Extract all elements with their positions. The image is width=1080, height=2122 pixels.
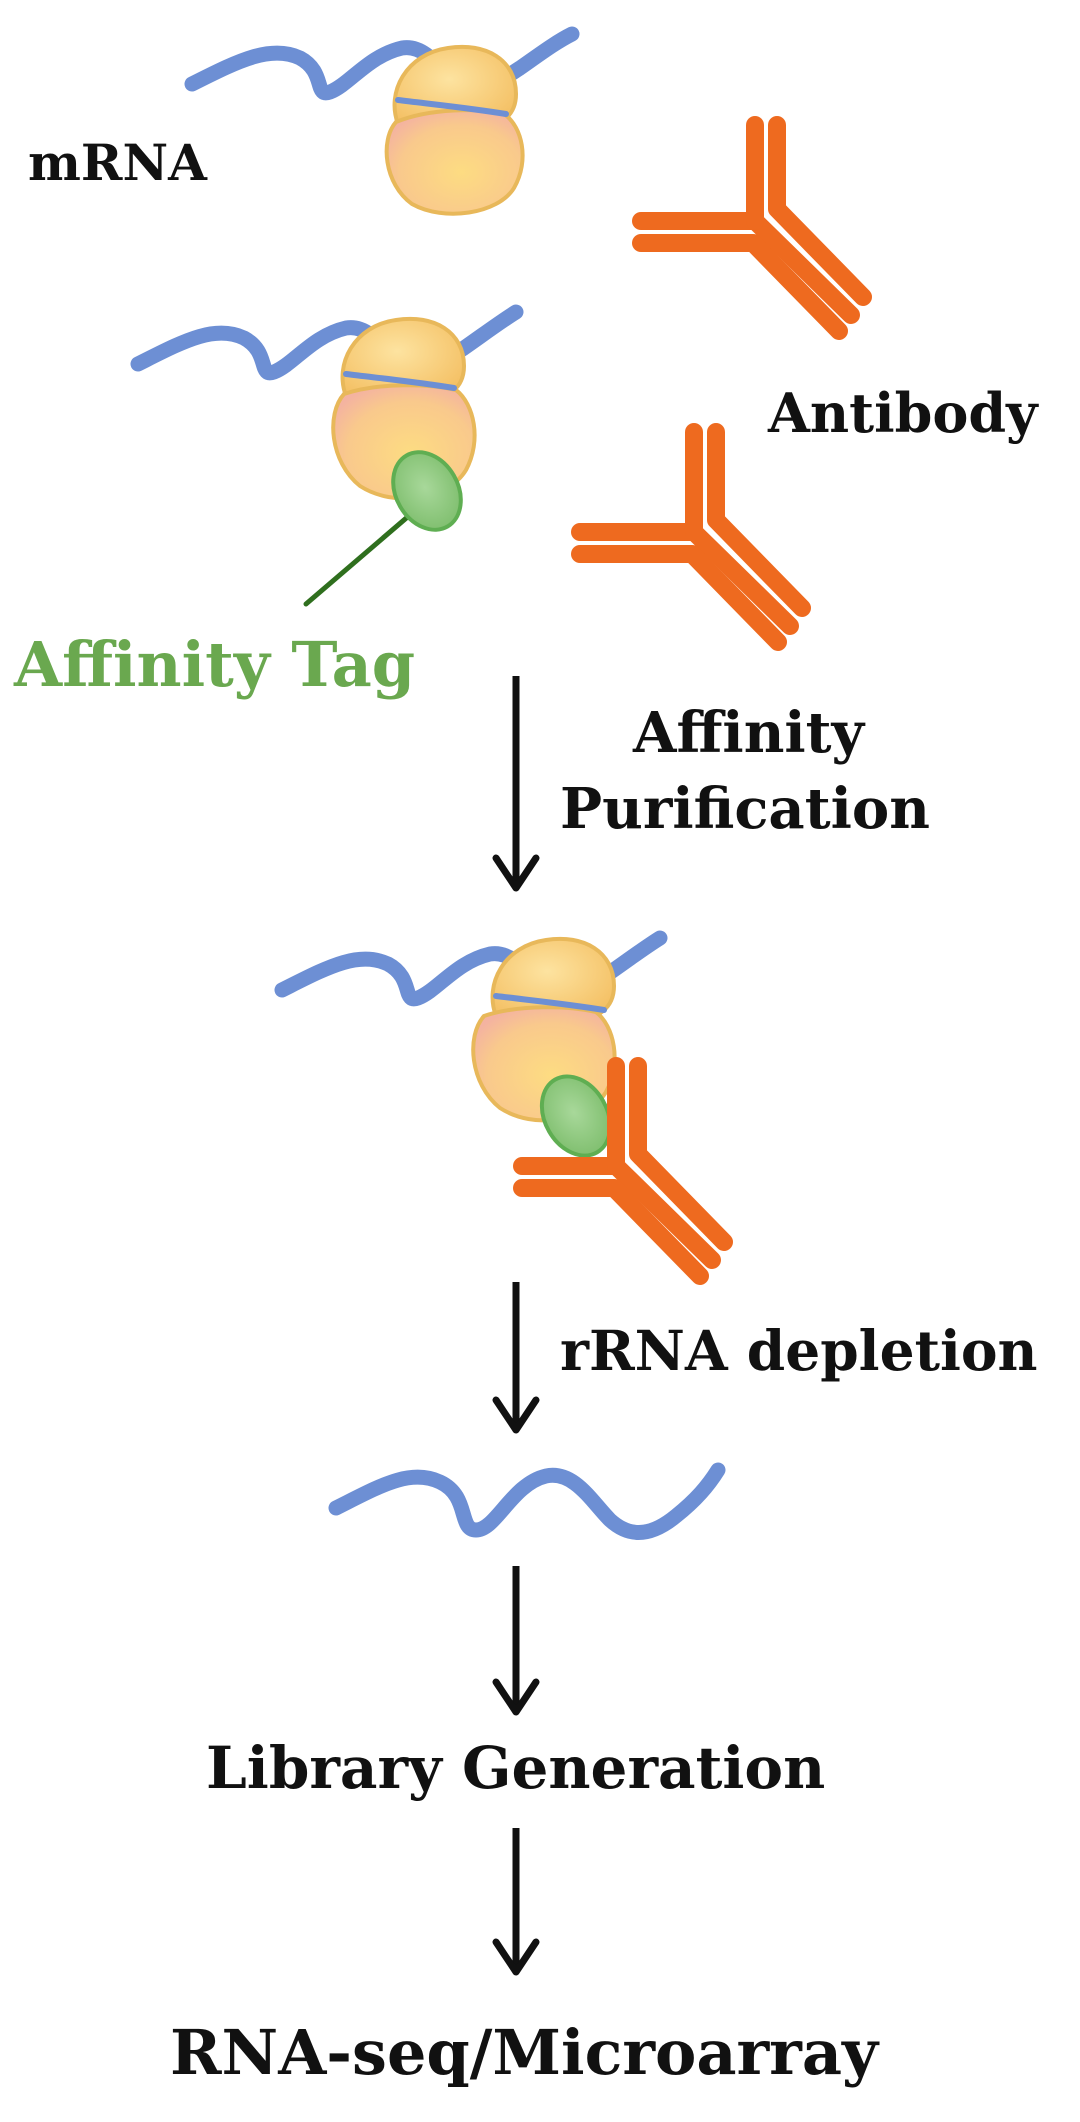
mrna-label: mRNA — [28, 133, 208, 192]
down-arrow-icon — [492, 676, 540, 892]
library-generation-label: Library Generation — [206, 1734, 825, 1802]
mrna-ribosome-complex-2 — [130, 304, 524, 607]
affinity-tag-label: Affinity Tag — [13, 628, 415, 701]
mrna-strand-icon — [328, 1462, 726, 1540]
mrna-ribosome-complex-1 — [184, 26, 580, 216]
affinity-tag-icon — [539, 1074, 613, 1158]
antibody-label: Antibody — [767, 381, 1039, 445]
down-arrow-icon — [492, 1282, 540, 1434]
down-arrow-icon — [492, 1566, 540, 1716]
mrna-strand-icon — [184, 26, 580, 101]
affinity-purification-label-line2: Purification — [560, 776, 930, 842]
rrna-depletion-label: rRNA depletion — [560, 1318, 1038, 1383]
rna-seq-microarray-label: RNA-seq/Microarray — [170, 2016, 880, 2089]
antibody-icon — [632, 116, 872, 340]
ribosome-icon — [384, 44, 525, 216]
down-arrow-icon — [492, 1828, 540, 1976]
purified-complex — [274, 930, 733, 1285]
antibody-icon — [513, 1057, 733, 1285]
affinity-purification-label-line1: Affinity — [632, 700, 866, 766]
affinity-tag-icon — [303, 450, 463, 607]
antibody-icon — [571, 423, 811, 651]
ribosome-icon — [471, 936, 617, 1123]
